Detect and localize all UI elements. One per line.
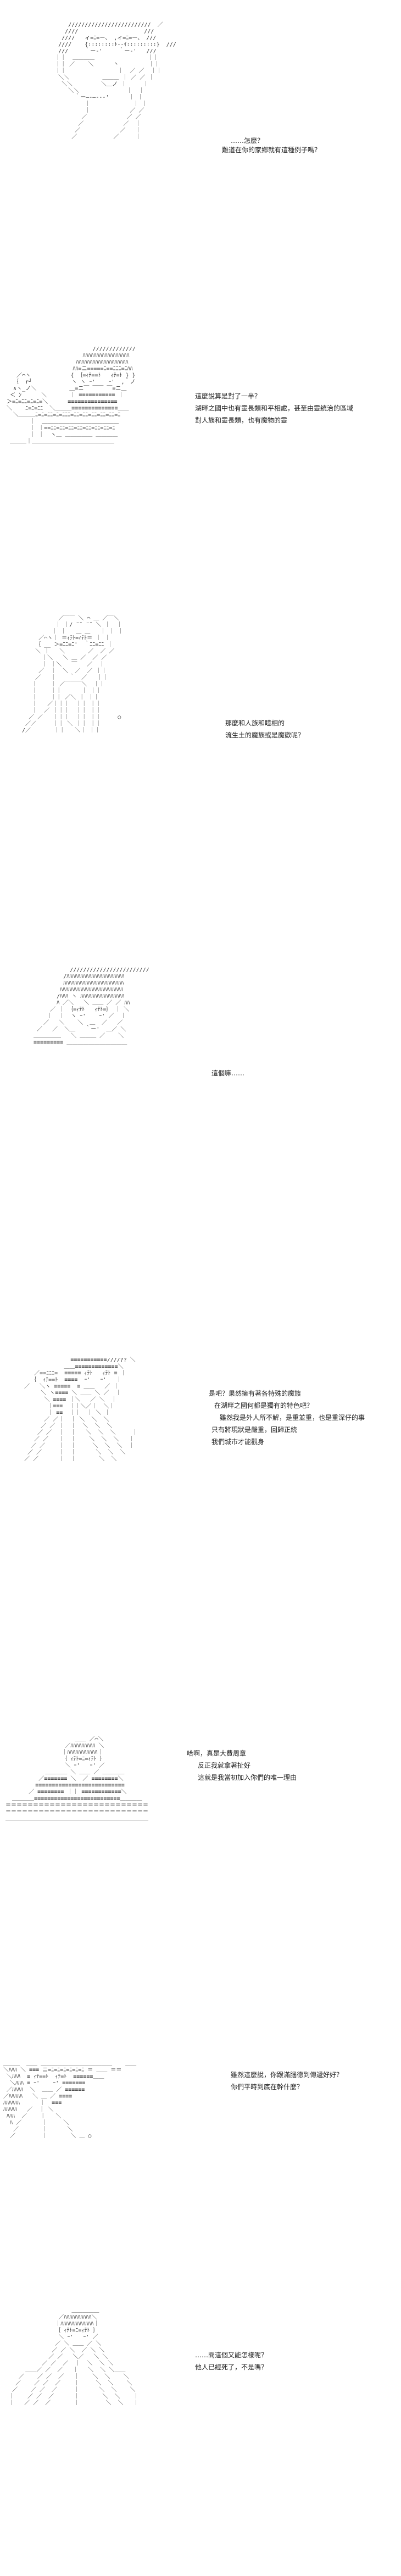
dialogue-line: 流生土的魔族或是魔歡呢？: [225, 731, 305, 739]
dialogue-line: 雖然這麼說，你跟滿腦德到傳遞好好？: [231, 2071, 343, 2079]
panel-2: ///////////// ﾊﾊﾊﾊﾊﾊﾊﾊﾊﾊﾊﾊﾊﾊﾊﾊﾊ ﾊﾊﾊﾊﾊﾊﾊﾊ…: [0, 324, 401, 571]
dialogue-line: 反正我就拿著扯好: [198, 1762, 251, 1769]
panel-7: ＿＿＿ ＿＿ ＿＿＿＿＿＿＿＿＿＿＿＿＿ ＿＿ ＼ﾊﾊﾊ ＼ ≡≡≡ ニ=ﾆ=ﾆ…: [0, 2033, 401, 2264]
ascii-art-character: ＿＿＿ ＿＿ ＿＿＿＿＿＿＿＿＿＿＿＿＿ ＿＿ ＼ﾊﾊﾊ ＼ ≡≡≡ ニ=ﾆ=ﾆ…: [3, 2061, 137, 2139]
dialogue-4: 這個嘛……: [211, 1069, 244, 1078]
dialogue-line: ……問這個又能怎樣呢？: [195, 2351, 268, 2359]
dialogue-8: ……問這個又能怎樣呢？ 他人已經死了，不是嗎？: [195, 2349, 268, 2373]
dialogue-line: 在湖畔之國何都是獨有的特色吧？: [214, 1402, 314, 1409]
ascii-art-character: ///////////// ﾊﾊﾊﾊﾊﾊﾊﾊﾊﾊﾊﾊﾊﾊﾊﾊﾊ ﾊﾊﾊﾊﾊﾊﾊﾊ…: [7, 346, 136, 445]
panel-8: ＿＿＿＿＿ ／ﾊﾊﾊﾊﾊﾊﾊﾊﾊﾊ＼ ｜ﾊﾊﾊﾊﾊﾊﾊﾊﾊﾊﾊﾊ｜ ｛ ｨﾃﾄ=…: [0, 2297, 401, 2572]
panel-5: ≡≡≡≡≡≡≡≡≡≡≡////?? ＼ ＿＿≡≡≡≡≡≡≡≡≡≡≡≡≡＼ ／==…: [0, 1341, 401, 1681]
dialogue-line: 他人已經死了，不是嗎？: [195, 2363, 268, 2371]
dialogue-7: 雖然這麼說，你跟滿腦德到傳遞好好？ 你們平時到底在幹什麼？: [231, 2069, 343, 2093]
dialogue-line: 湖畔之國中也有靈長類和平相處，甚至由靈統治的區域: [195, 404, 354, 412]
dialogue-line: ……怎麼？: [231, 137, 264, 145]
panel-1: ///////////////////////// ／ //// /// ///…: [0, 0, 401, 297]
ascii-art-character: ＿＿ ／⌒＼ ／ﾊﾊﾊﾊﾊﾊﾊﾊﾊ ＼ ｜ﾊﾊﾊﾊﾊﾊﾊﾊﾊﾊﾊ｜ ｛ ｨﾃﾄ=…: [5, 1736, 149, 1822]
dialogue-5: 是吧？果然擁有著各特殊的魔族 在湖畔之國何都是獨有的特色吧？ 雖然我是外人所不解…: [209, 1387, 365, 1448]
ascii-art-character: ≡≡≡≡≡≡≡≡≡≡≡////?? ＼ ＿＿≡≡≡≡≡≡≡≡≡≡≡≡≡＼ ／==…: [24, 1357, 138, 1462]
dialogue-line: 對人族和靈長類，也有魔物的靈: [195, 417, 288, 424]
dialogue-3: 那麼和人族和睦相的 流生土的魔族或是魔歡呢？: [225, 717, 304, 741]
dialogue-line: 我們城市才能觀身: [211, 1438, 265, 1446]
ascii-art-character: ///////////////////////// ／ //// /// ///…: [55, 22, 176, 140]
dialogue-line: 這個嘛……: [211, 1069, 245, 1077]
dialogue-line: 這就是我當初加入你們的唯一理由: [198, 1774, 297, 1781]
dialogue-line: 只有將現狀是嚴重，回歸正統: [211, 1426, 298, 1434]
panel-3: ／￣￣ ＼ ⌒ ＿ ／￣＼ ｜ ｜/ ¨¨ ¨¨ ＼ ｜ ｜ ｜ ｜ ＿ ＿ ｜…: [0, 593, 401, 868]
dialogue-line: 是吧？果然擁有著各特殊的魔族: [209, 1390, 302, 1397]
ascii-art-character: ／￣￣ ＼ ⌒ ＿ ／￣＼ ｜ ｜/ ¨¨ ¨¨ ＼ ｜ ｜ ｜ ｜ ＿ ＿ ｜…: [22, 615, 124, 734]
dialogue-1: ……怎麼？ 難道在你的家鄉就有這種例子嗎？: [222, 136, 321, 155]
dialogue-2: 這麼說算是對了一半？ 湖畔之國中也有靈長類和平相處，甚至由靈統治的區域 對人族和…: [195, 390, 353, 426]
ascii-art-character: ＿＿＿＿＿ ／ﾊﾊﾊﾊﾊﾊﾊﾊﾊﾊ＼ ｜ﾊﾊﾊﾊﾊﾊﾊﾊﾊﾊﾊﾊ｜ ｛ ｨﾃﾄ=…: [9, 2308, 139, 2406]
panel-4: //////////////////////// /ﾊﾊﾊﾊﾊﾊﾊﾊﾊﾊﾊﾊﾊﾊ…: [0, 945, 401, 1198]
dialogue-line: 雖然我是外人所不解，是重並重，也是重深仔的事: [220, 1414, 365, 1422]
panel-6: ＿＿ ／⌒＼ ／ﾊﾊﾊﾊﾊﾊﾊﾊﾊ ＼ ｜ﾊﾊﾊﾊﾊﾊﾊﾊﾊﾊﾊ｜ ｛ ｨﾃﾄ=…: [0, 1703, 401, 1967]
dialogue-line: 難道在你的家鄉就有這種例子嗎？: [222, 146, 321, 154]
ascii-art-character: //////////////////////// /ﾊﾊﾊﾊﾊﾊﾊﾊﾊﾊﾊﾊﾊﾊ…: [34, 967, 149, 1046]
dialogue-line: 你們平時到底在幹什麼？: [231, 2083, 304, 2091]
dialogue-line: 那麼和人族和睦相的: [225, 719, 285, 727]
dialogue-line: 哈啊，真是大費周章: [187, 1750, 247, 1757]
dialogue-6: 哈啊，真是大費周章 反正我就拿著扯好 這就是我當初加入你們的唯一理由: [187, 1747, 297, 1784]
dialogue-line: 這麼說算是對了一半？: [195, 392, 261, 400]
